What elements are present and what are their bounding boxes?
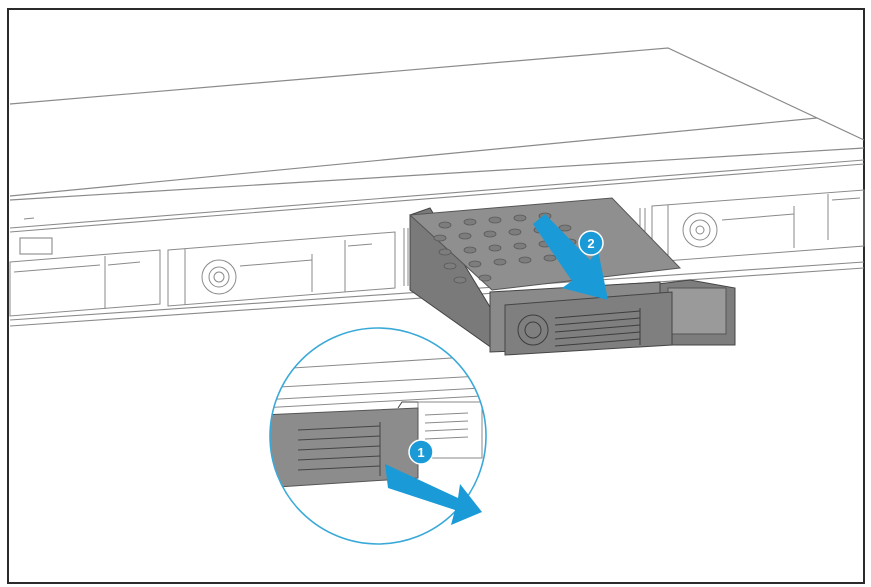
- step-2-label: 2: [587, 236, 594, 251]
- step-2-arrow: [533, 214, 608, 300]
- step-1-arrow: [385, 464, 482, 525]
- chassis-top: [9, 47, 865, 201]
- callout-magnifier: [269, 327, 487, 545]
- drive-bay-1: [9, 249, 161, 317]
- drive-tray: [408, 197, 736, 356]
- step-1-label: 1: [417, 445, 424, 460]
- step-1-badge: 1: [408, 439, 434, 465]
- step-2-badge: 2: [578, 230, 604, 256]
- drive-bay-2: [167, 231, 396, 307]
